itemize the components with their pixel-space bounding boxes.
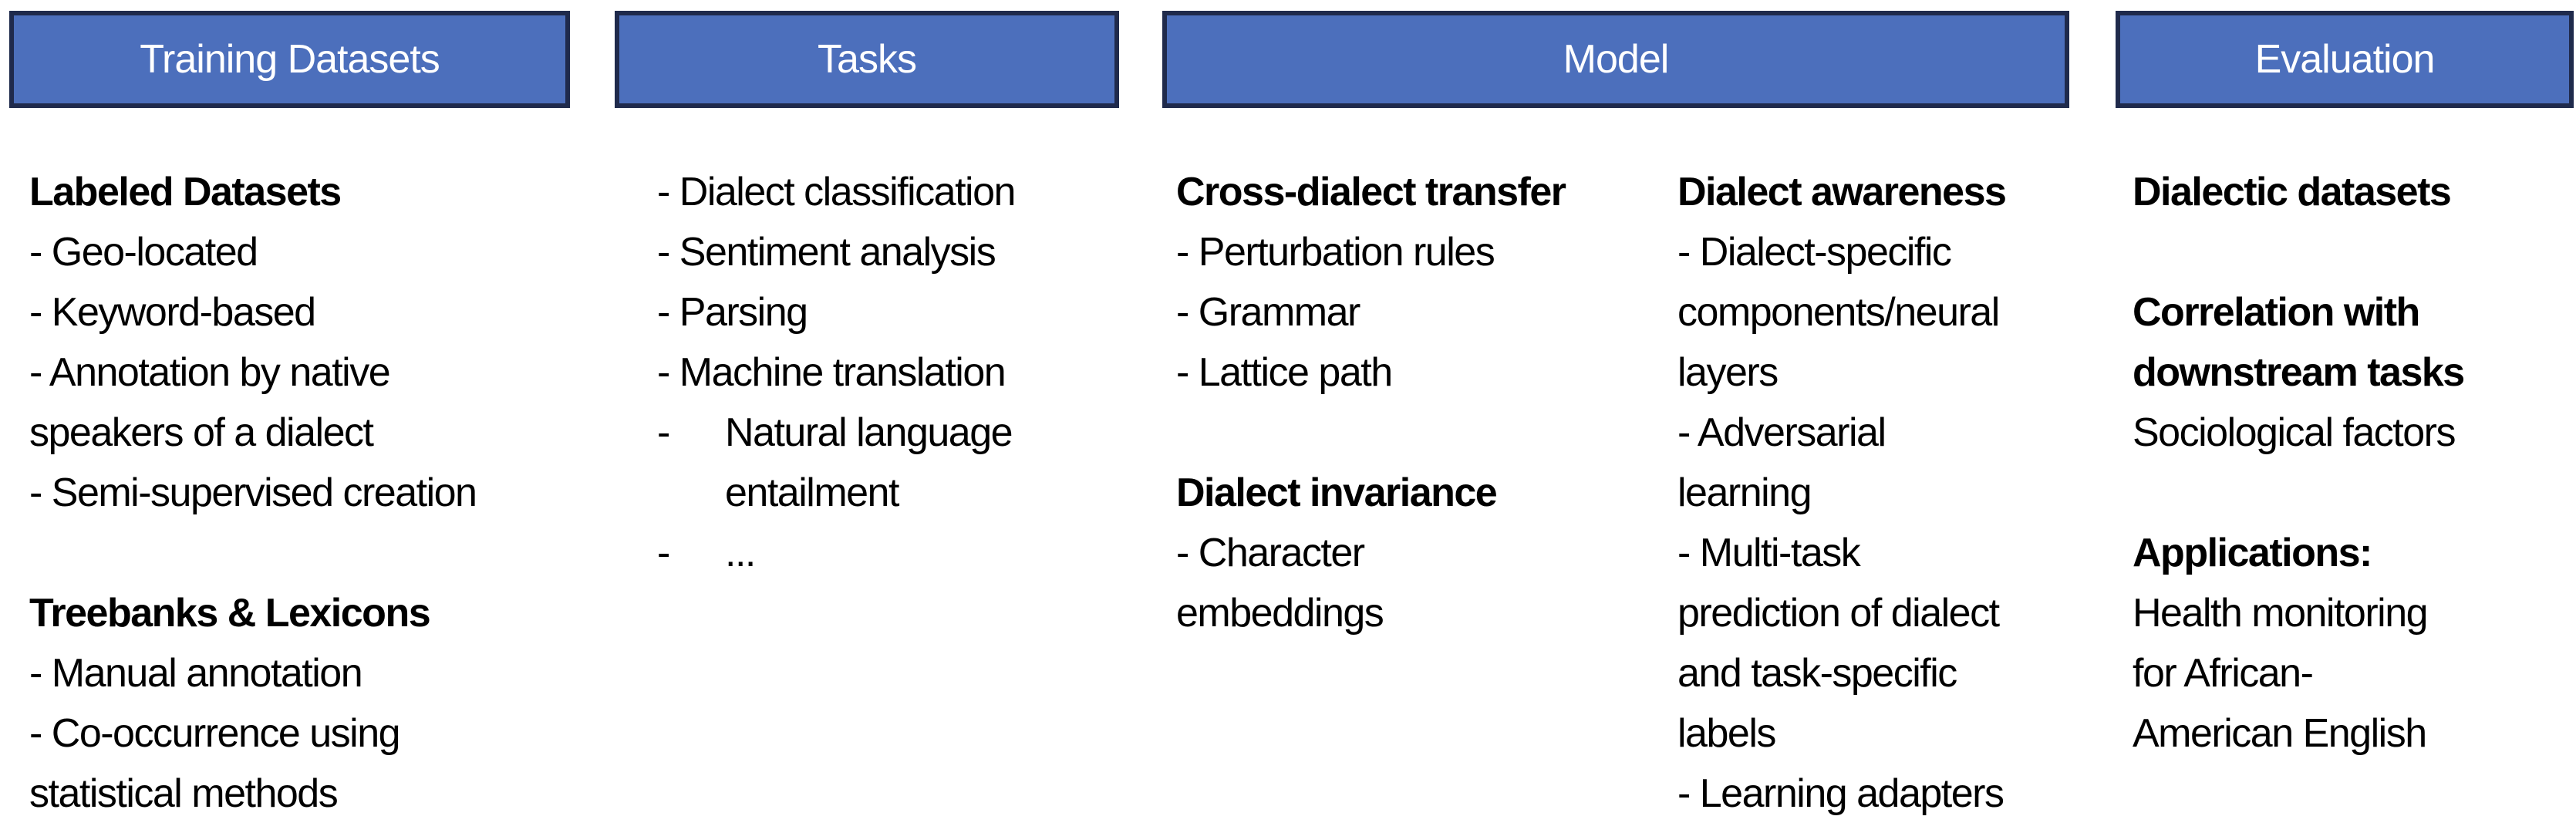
list-item: prediction of dialect	[1677, 591, 2000, 636]
subsection-heading: Dialect invariance	[1176, 470, 1498, 515]
subsection-heading: Cross-dialect transfer	[1176, 170, 1566, 214]
list-item: - Adversarial	[1677, 410, 1886, 455]
list-item: - Learning adapters	[1677, 771, 2004, 816]
list-item: components/neural	[1677, 290, 2000, 335]
list-item: - Grammar	[1176, 290, 1360, 335]
section-header-label: Model	[1563, 37, 1670, 82]
list-item: - Semi-supervised creation	[29, 470, 477, 515]
subsection-heading: Dialect awareness	[1677, 170, 2007, 214]
list-item: embeddings	[1176, 591, 1384, 636]
section-header-evaluation: Evaluation	[2116, 11, 2574, 108]
text-column-training-datasets-0: Labeled Datasets - Geo-located - Keyword-b…	[29, 162, 477, 824]
subsection-heading: Applications:	[2133, 531, 2372, 575]
list-item: - Lattice path	[1176, 350, 1393, 395]
list-item: - Dialect classification	[657, 170, 1016, 214]
blank-line	[29, 523, 476, 583]
list-item: - Annotation by native	[29, 350, 391, 395]
subsection-heading: Dialectic datasets	[2133, 170, 2452, 214]
section-header-label: Evaluation	[2254, 37, 2436, 82]
subsection-heading: Correlation with	[2133, 290, 2420, 335]
list-item: - Manual annotation	[29, 651, 363, 696]
list-item-text: ...	[725, 531, 756, 575]
list-item: entailment	[725, 470, 899, 515]
list-item: American English	[2133, 711, 2427, 756]
subsection-heading: downstream tasks	[2133, 350, 2465, 395]
section-header-model: Model	[1162, 11, 2069, 108]
list-item: - Character	[1176, 531, 1365, 575]
list-dash: -	[657, 410, 670, 455]
list-item: speakers of a dialect	[29, 410, 374, 455]
list-item-text: Natural language	[725, 410, 1013, 455]
text-column-tasks-0: - Dialect classification - Sentiment anal…	[657, 162, 1016, 583]
section-header-label: Training Datasets	[140, 37, 440, 82]
list-item: - Geo-located	[29, 230, 258, 275]
text-column-model-0: Cross-dialect transfer - Perturbation rul…	[1176, 162, 1566, 643]
list-item: Sociological factors	[2133, 410, 2456, 455]
list-item: layers	[1677, 350, 1779, 395]
subsection-heading: Labeled Datasets	[29, 170, 342, 214]
list-item: - Co-occurrence using	[29, 711, 401, 756]
list-item: - Keyword-based	[29, 290, 316, 335]
list-item: - Perturbation rules	[1176, 230, 1495, 275]
list-item: - Multi-task	[1677, 531, 1861, 575]
list-item: - Sentiment analysis	[657, 230, 996, 275]
list-item-hanging: -...	[657, 523, 1015, 583]
section-header-training-datasets: Training Datasets	[9, 11, 570, 108]
list-item: statistical methods	[29, 771, 339, 816]
list-item: for African-	[2133, 651, 2314, 696]
section-header-tasks: Tasks	[615, 11, 1119, 108]
list-item-hanging: - Natural language	[657, 403, 1015, 463]
text-column-model-1: Dialect awareness - Dialect-specific compo…	[1677, 162, 2007, 824]
list-item: - Parsing	[657, 290, 808, 335]
subsection-heading: Treebanks & Lexicons	[29, 591, 431, 636]
blank-line	[2133, 222, 2464, 282]
list-item: - Dialect-specific	[1677, 230, 1952, 275]
list-item: Health monitoring	[2133, 591, 2429, 636]
list-item: and task-specific	[1677, 651, 1957, 696]
list-dash: -	[657, 531, 670, 575]
list-item: labels	[1677, 711, 1776, 756]
list-item: learning	[1677, 470, 1812, 515]
blank-line	[2133, 463, 2464, 523]
list-item: - Machine translation	[657, 350, 1006, 395]
section-header-label: Tasks	[818, 37, 917, 82]
blank-line	[1176, 403, 1566, 463]
